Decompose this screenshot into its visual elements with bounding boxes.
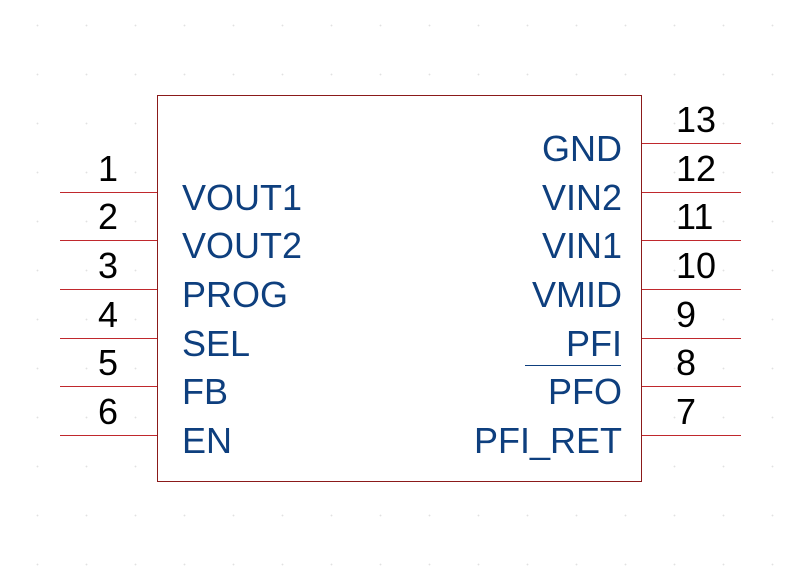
pin-line-7[interactable] [642, 435, 741, 436]
pin-label-fb: FB [182, 371, 229, 412]
pin-line-5[interactable] [60, 386, 157, 387]
pin-number-8: 8 [676, 342, 697, 383]
pin-line-10[interactable] [642, 289, 741, 290]
pin-line-1[interactable] [60, 192, 157, 193]
pin-number-5: 5 [98, 342, 119, 383]
pin-label-vmid: VMID [532, 274, 622, 315]
pin-number-13: 13 [676, 99, 717, 140]
pin-line-3[interactable] [60, 289, 157, 290]
pin-number-1: 1 [98, 148, 119, 189]
pin-number-3: 3 [98, 245, 119, 286]
pin-label-vin1: VIN1 [541, 225, 622, 266]
pin-label-vin2: VIN2 [541, 177, 622, 218]
pin-line-4[interactable] [60, 338, 157, 339]
pin-label-pfi-ret: PFI_RET [473, 420, 622, 461]
pin-label-pfi: PFI [565, 323, 622, 364]
pin-line-2[interactable] [60, 240, 157, 241]
pin-line-13[interactable] [642, 143, 741, 144]
pin-label-sel: SEL [182, 323, 251, 364]
pin-number-7: 7 [676, 391, 697, 432]
pin-line-12[interactable] [642, 192, 741, 193]
pin-label-prog: PROG [182, 274, 289, 315]
pin-line-8[interactable] [642, 386, 741, 387]
pfo-overbar [525, 365, 621, 366]
pin-label-vout2: VOUT2 [182, 225, 303, 266]
pin-label-gnd: GND [542, 128, 622, 169]
pin-label-vout1: VOUT1 [182, 177, 303, 218]
pin-line-6[interactable] [60, 435, 157, 436]
pin-label-pfo: PFO [547, 371, 622, 412]
pin-line-9[interactable] [642, 338, 741, 339]
pin-number-4: 4 [98, 294, 119, 335]
pin-number-12: 12 [676, 148, 717, 189]
pin-line-11[interactable] [642, 240, 741, 241]
component-body[interactable] [157, 95, 642, 482]
pin-number-10: 10 [676, 245, 717, 286]
pin-number-11: 11 [676, 196, 714, 237]
pin-number-2: 2 [98, 196, 119, 237]
pin-label-en: EN [182, 420, 233, 461]
pin-number-9: 9 [676, 294, 697, 335]
pin-number-6: 6 [98, 391, 119, 432]
